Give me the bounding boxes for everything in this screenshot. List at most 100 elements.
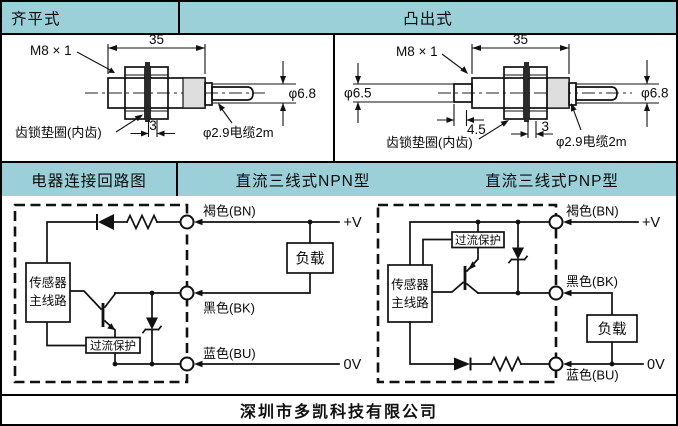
tip-dia-text: φ6.5 <box>344 86 372 101</box>
npn-brown-wire-label: 褐色(BN) <box>203 204 256 219</box>
pnp-base-wire <box>432 281 465 293</box>
npn-terminal-brown <box>179 214 195 230</box>
thread-text: M8 × 1 <box>396 44 438 59</box>
load-label: 负载 <box>598 321 627 338</box>
npn-header-cell: 直流三线式NPN型 <box>178 163 428 196</box>
nut-facet-lines <box>125 74 168 112</box>
sensor-box-line2: 主线路 <box>391 295 429 310</box>
protection-label: 过流保护 <box>455 233 501 247</box>
washer-note-text: 齿锁垫圈(内齿) <box>15 125 102 140</box>
pnp-vplus-label: +V <box>642 215 660 231</box>
pnp-terminal-brown <box>548 214 564 230</box>
section-header-row: 电器连接回路图 直流三线式NPN型 直流三线式PNP型 <box>2 161 676 198</box>
flush-type-header-cell: 齐平式 <box>2 2 180 33</box>
junction-dot <box>149 361 155 367</box>
pnp-circuit: 传感器 主线路 过流保护 <box>376 203 665 384</box>
tip-length-text: 4.5 <box>467 122 486 137</box>
npn-vplus-label: +V <box>344 215 362 231</box>
flush-type-label: 齐平式 <box>11 10 61 28</box>
pnp-sensor-boundary <box>376 203 558 384</box>
cable-callout: φ2.9电缆2m <box>556 103 627 149</box>
npn-sensor-box: 传感器 主线路 <box>25 262 71 323</box>
npn-resistor <box>125 213 159 231</box>
nut-facet-lines <box>504 74 547 112</box>
pnp-bottom-wire-left <box>409 321 455 365</box>
pnp-load-box: 负载 <box>586 314 638 343</box>
npn-terminal-black <box>179 285 195 301</box>
barrel-end-section <box>182 77 206 109</box>
washer-width-text: 3 <box>542 119 550 134</box>
dim-length-text: 35 <box>513 35 528 47</box>
pnp-header-label: 直流三线式PNP型 <box>485 172 619 190</box>
cable-gland <box>204 82 213 106</box>
type-header-row: 齐平式 凸出式 <box>2 2 676 35</box>
dim-tip-dia: φ6.5 <box>344 63 454 123</box>
company-name: 深圳市多凯科技有限公司 <box>239 404 438 421</box>
protruding-sensor-drawing: 35 M8 × 1 φ6.5 4.5 3 齿锁垫圈(内齿) <box>344 35 669 150</box>
npn-load-box: 负载 <box>286 242 334 274</box>
pnp-vzero-label: 0V <box>647 357 665 373</box>
pnp-black-wire-label: 黑色(BK) <box>566 274 618 289</box>
cable-note-text: φ2.9电缆2m <box>203 125 274 140</box>
npn-protection-wire <box>46 321 87 347</box>
dim-tip-length: 4.5 <box>437 104 486 137</box>
dim-sheath-dia: φ6.8 <box>576 60 669 127</box>
circuit-diagrams: 传感器 主线路 过流保护 负载 褐色( <box>13 203 665 384</box>
npn-protection-box: 过流保护 <box>85 336 141 354</box>
dim-washer-width: 3 <box>511 119 553 138</box>
sheath-dia-text: φ6.8 <box>289 86 317 101</box>
protruding-type-header-cell: 凸出式 <box>180 2 676 33</box>
tooth-lock-washer <box>145 62 150 122</box>
flush-sensor-drawing: 35 M8 × 1 φ6.8 3 齿锁垫圈(内齿) φ2.9电缆2m <box>15 35 317 140</box>
pnp-brown-wire-label: 褐色(BN) <box>566 204 619 219</box>
npn-circuit: 传感器 主线路 过流保护 负载 褐色( <box>13 203 362 384</box>
sensor-box-line1: 传感器 <box>391 277 429 292</box>
npn-reverse-diode <box>96 214 128 230</box>
washer-note-text: 齿锁垫圈(内齿) <box>386 135 473 150</box>
npn-zener-diode <box>141 292 163 365</box>
pnp-protection-box: 过流保护 <box>451 231 505 249</box>
pnp-reverse-diode <box>454 357 492 371</box>
footer-row: 深圳市多凯科技有限公司 <box>2 394 676 424</box>
npn-top-wire-left <box>46 221 98 264</box>
tooth-lock-washer <box>524 62 529 122</box>
cable-note-text: φ2.9电缆2m <box>556 134 627 149</box>
thread-callout: M8 × 1 <box>396 44 468 74</box>
sensor-body <box>453 62 618 122</box>
pnp-terminal-blue <box>548 356 564 372</box>
dim-length-35: 35 <box>471 35 570 74</box>
npn-base-wire <box>69 290 103 311</box>
cable-callout: φ2.9电缆2m <box>203 103 274 140</box>
junction-dot <box>149 290 155 296</box>
washer-width-text: 3 <box>149 118 157 133</box>
washer-callout: 齿锁垫圈(内齿) <box>15 114 143 140</box>
sensor-body <box>107 62 254 122</box>
dim-washer-width: 3 <box>130 118 175 137</box>
npn-external-wiring <box>194 218 340 368</box>
sheath-dia-text: φ6.8 <box>641 86 669 101</box>
barrel-end-section <box>546 77 570 109</box>
npn-blue-wire-label: 蓝色(BU) <box>203 346 256 361</box>
thread-callout: M8 × 1 <box>30 43 115 73</box>
pnp-terminal-black <box>548 285 564 301</box>
load-label: 负载 <box>296 251 325 268</box>
circuit-header-label: 电器连接回路图 <box>31 172 147 190</box>
pnp-external-wiring <box>563 218 644 368</box>
cable-gland <box>568 82 577 106</box>
circuit-header-cell: 电器连接回路图 <box>2 163 178 196</box>
pnp-sensor-box: 传感器 主线路 <box>387 264 433 323</box>
dim-length-text: 35 <box>149 35 164 47</box>
cable <box>575 86 618 101</box>
npn-terminal-blue <box>179 356 195 372</box>
npn-header-label: 直流三线式NPN型 <box>235 172 371 190</box>
pnp-protection-wire <box>422 238 453 266</box>
junction-dot <box>112 361 118 367</box>
npn-black-wire-label: 黑色(BK) <box>203 301 255 316</box>
pnp-header-cell: 直流三线式PNP型 <box>428 163 676 196</box>
pnp-transistor <box>463 257 480 295</box>
protection-label: 过流保护 <box>90 339 136 353</box>
npn-sensor-boundary <box>13 203 189 384</box>
sensor-box-line2: 主线路 <box>29 293 67 308</box>
pnp-resistor <box>489 355 523 373</box>
